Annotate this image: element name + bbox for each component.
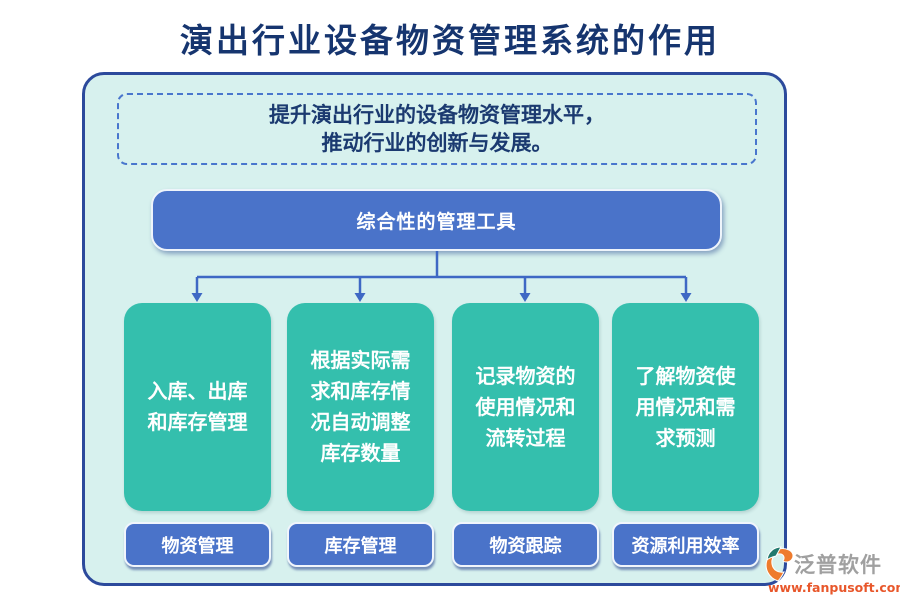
page-title: 演出行业设备物资管理系统的作用 [180,21,720,60]
card-auto-inventory-adjust: 根据实际需 求和库存情 况自动调整 库存数量 [287,303,434,511]
card-text: 根据实际需 求和库存情 况自动调整 库存数量 [310,348,411,465]
brand-name: 泛普软件 [794,552,882,577]
tag-material-management: 物资管理 [124,522,271,567]
card-warehouse-management: 入库、出库 和库存管理 [124,303,271,511]
brand-watermark: 泛普软件 www.fanpusoft.com [764,545,900,595]
fanpu-logo-icon [765,546,794,582]
tag-inventory-management: 库存管理 [287,522,434,567]
goal-banner: 提升演出行业的设备物资管理水平， 推动行业的创新与发展。 [117,93,757,165]
card-text: 入库、出库 和库存管理 [147,379,248,434]
card-demand-forecast: 了解物资使 用情况和需 求预测 [612,303,759,511]
card-usage-tracking: 记录物资的 使用情况和 流转过程 [452,303,599,511]
brand-url: www.fanpusoft.com [768,580,900,595]
goal-banner-line-2: 推动行业的创新与发展。 [321,130,553,155]
goal-banner-line-1: 提升演出行业的设备物资管理水平， [269,102,605,127]
tag-material-tracking: 物资跟踪 [452,522,599,567]
root-node: 综合性的管理工具 [151,189,722,251]
card-text: 记录物资的 使用情况和 流转过程 [475,363,576,450]
card-text: 了解物资使 用情况和需 求预测 [635,363,736,450]
tag-resource-efficiency: 资源利用效率 [612,522,759,567]
